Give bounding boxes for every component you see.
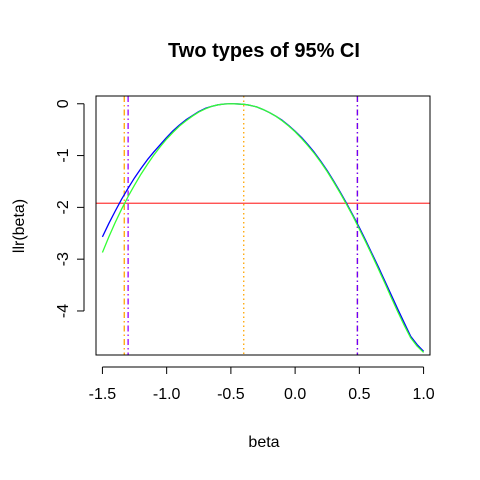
- x-tick-label: 0.0: [284, 386, 306, 403]
- series-line-2: [101, 103, 425, 353]
- y-axis-label: llr(beta): [11, 199, 28, 253]
- y-tick-label: -4: [55, 304, 72, 318]
- x-tick-label: -0.5: [217, 386, 245, 403]
- y-tick-label: -2: [55, 200, 72, 214]
- series-line-1: [101, 103, 425, 352]
- y-tick-label: 0: [55, 99, 72, 108]
- x-axis-label: beta: [248, 434, 279, 451]
- y-tick-label: -1: [55, 148, 72, 162]
- y-axis: 0 -1 -2 -3 -4: [55, 99, 85, 318]
- plot-area: [96, 96, 430, 355]
- x-tick-label: -1.5: [89, 386, 117, 403]
- plot-frame: [95, 95, 431, 356]
- x-tick-label: 0.5: [348, 386, 370, 403]
- chart-title: Two types of 95% CI: [168, 40, 360, 62]
- x-axis: -1.5 -1.0 -0.5 0.0 0.5 1.0: [89, 366, 435, 403]
- y-tick-label: -3: [55, 252, 72, 266]
- x-tick-label: -1.0: [153, 386, 181, 403]
- x-tick-label: 1.0: [412, 386, 434, 403]
